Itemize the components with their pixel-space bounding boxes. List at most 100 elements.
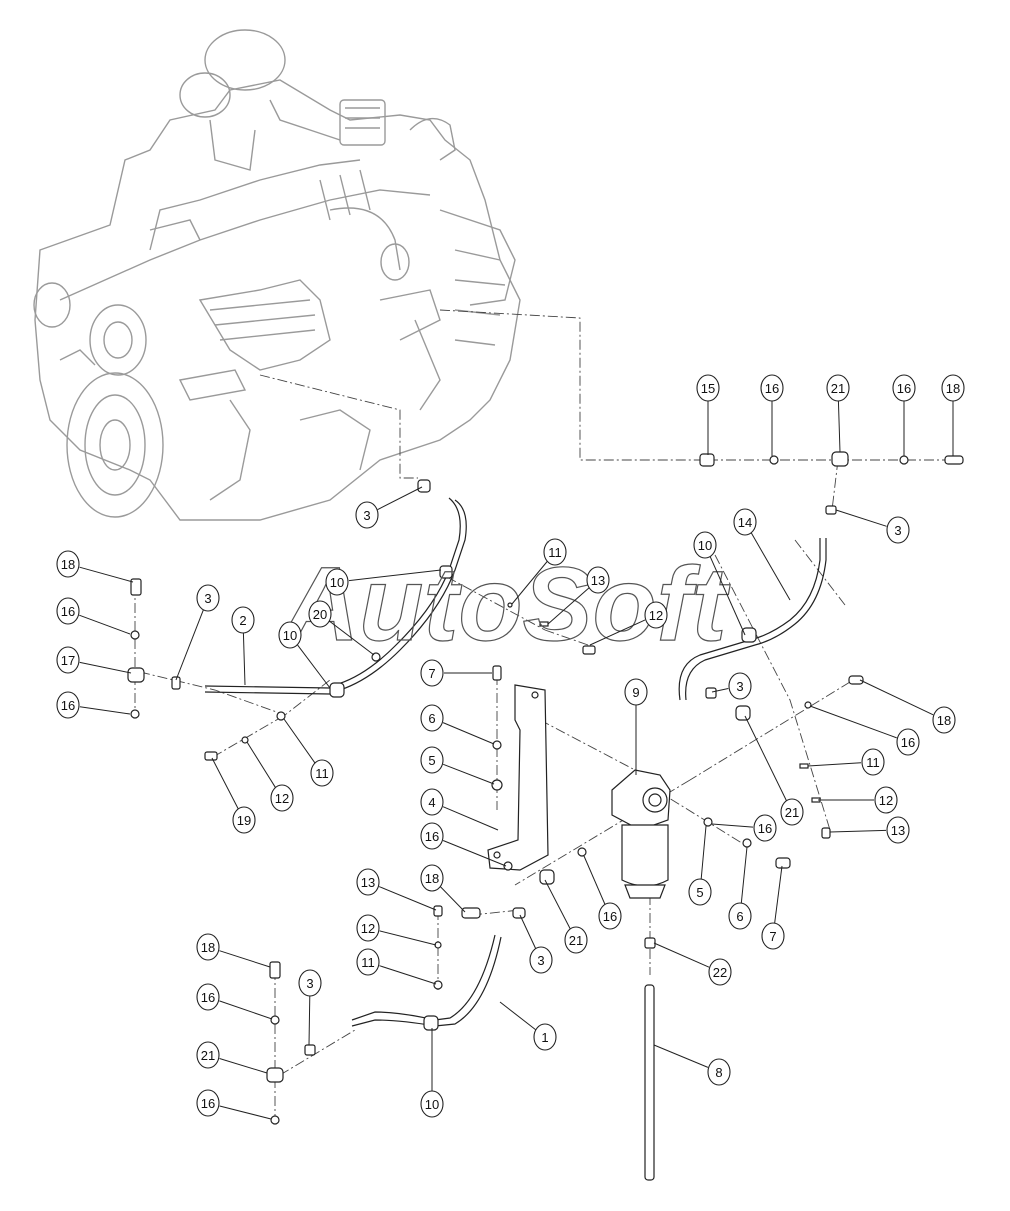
callout-circle <box>232 806 256 834</box>
callout-21: 21 <box>544 879 588 954</box>
callout-circle <box>420 822 444 850</box>
callout-leader <box>219 1058 268 1074</box>
callout-16: 16 <box>196 1089 272 1120</box>
callout-circle <box>533 1023 557 1051</box>
callout-7: 7 <box>761 865 785 950</box>
callout-number: 20 <box>313 607 327 622</box>
callout-21: 21 <box>744 715 804 826</box>
callout-12: 12 <box>356 914 437 946</box>
callout-16: 16 <box>56 597 131 635</box>
callout-16: 16 <box>196 983 273 1020</box>
engine-illustration <box>33 29 521 521</box>
callout-number: 16 <box>61 604 75 619</box>
callout-5: 5 <box>420 746 495 785</box>
callout-11: 11 <box>511 538 567 605</box>
callout-circle <box>896 728 920 756</box>
callout-circle <box>310 759 334 787</box>
callout-circle <box>308 600 332 628</box>
callout-circle <box>886 816 910 844</box>
callout-number: 3 <box>736 679 743 694</box>
callout-leader <box>79 661 132 674</box>
callout-leader <box>583 855 606 906</box>
callout-number: 9 <box>632 685 639 700</box>
callout-11: 11 <box>283 718 334 787</box>
callout-circle <box>420 788 444 816</box>
callout-circle <box>707 1058 731 1086</box>
callout-number: 18 <box>201 940 215 955</box>
callout-11: 11 <box>356 948 437 985</box>
callout-8: 8 <box>653 1044 731 1086</box>
callout-number: 12 <box>361 921 375 936</box>
callout-circle <box>420 659 444 687</box>
callout-number: 1 <box>541 1030 548 1045</box>
callout-20: 20 <box>308 600 375 656</box>
callout-leader <box>835 509 887 527</box>
callout-leader <box>379 965 437 985</box>
callout-leader <box>709 555 746 636</box>
callout-circle <box>196 983 220 1011</box>
callout-circle <box>196 584 220 612</box>
callout-circle <box>761 922 785 950</box>
callout-leader <box>809 705 897 739</box>
callout-leader <box>79 566 134 583</box>
callout-circle <box>892 374 916 402</box>
callout-number: 15 <box>701 381 715 396</box>
callout-number: 13 <box>891 823 905 838</box>
fuel-filter-bowl <box>621 824 669 887</box>
callout-number: 2 <box>239 613 246 628</box>
callout-21: 21 <box>826 374 850 453</box>
callout-leader <box>175 608 205 681</box>
callout-3: 3 <box>298 969 322 1046</box>
callout-1: 1 <box>499 1001 557 1051</box>
callout-number: 7 <box>769 929 776 944</box>
callout-number: 13 <box>591 573 605 588</box>
callout-number: 16 <box>201 1096 215 1111</box>
callout-16: 16 <box>711 814 777 842</box>
callout-circle <box>56 646 80 674</box>
callout-number: 21 <box>201 1048 215 1063</box>
callout-number: 10 <box>283 628 297 643</box>
callout-circle <box>420 1090 444 1118</box>
callout-circle <box>708 958 732 986</box>
callout-17: 17 <box>56 646 132 674</box>
callout-leader <box>348 569 442 582</box>
callout-5: 5 <box>688 825 712 906</box>
callout-leader <box>807 762 862 767</box>
callout-number: 3 <box>894 523 901 538</box>
callout-number: 5 <box>428 753 435 768</box>
callout-circle <box>826 374 850 402</box>
callout-18: 18 <box>859 679 956 734</box>
callout-number: 6 <box>428 711 435 726</box>
callout-leader <box>711 823 754 828</box>
callout-number: 16 <box>901 735 915 750</box>
callout-circle <box>644 601 668 629</box>
callout-22: 22 <box>653 942 732 986</box>
callout-16: 16 <box>420 822 507 867</box>
callout-9: 9 <box>624 678 648 775</box>
callout-leader <box>700 825 707 881</box>
callout-circle <box>420 864 444 892</box>
callout-circle <box>696 374 720 402</box>
callout-leader <box>283 718 316 764</box>
callout-number: 16 <box>897 381 911 396</box>
callout-13: 13 <box>829 816 910 844</box>
callout-circle <box>728 672 752 700</box>
callout-2: 2 <box>231 606 255 686</box>
callout-number: 17 <box>61 653 75 668</box>
callout-circle <box>886 516 910 544</box>
callout-leader <box>774 865 783 925</box>
callout-leader <box>499 1001 536 1031</box>
callout-leader <box>859 679 934 716</box>
callout-number: 14 <box>738 515 752 530</box>
callout-leader <box>829 829 887 833</box>
callout-leader <box>547 587 590 625</box>
callout-circle <box>56 550 80 578</box>
callout-number: 16 <box>425 829 439 844</box>
callout-circle <box>356 868 380 896</box>
callout-number: 12 <box>649 608 663 623</box>
callout-circle <box>941 374 965 402</box>
callout-number: 11 <box>361 955 375 970</box>
callout-number: 22 <box>713 965 727 980</box>
callout-leader <box>442 840 507 867</box>
